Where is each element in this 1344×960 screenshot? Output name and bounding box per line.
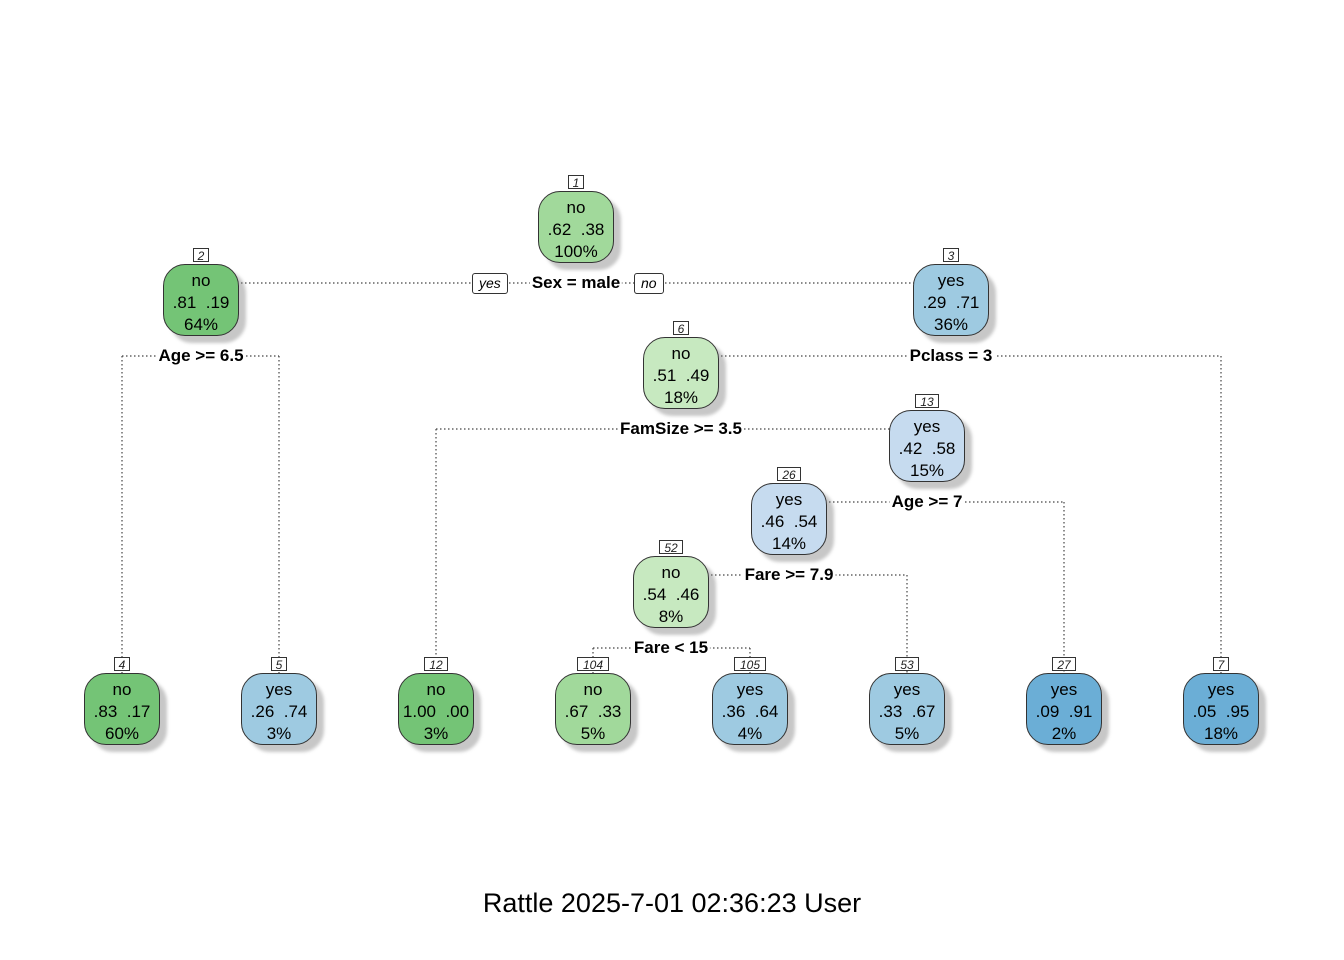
- node-class-label: yes: [893, 680, 921, 699]
- node-class-label: yes: [775, 490, 803, 509]
- split-label: Pclass = 3: [907, 346, 995, 366]
- tree-node-12: no 1.00 .00 3%: [398, 673, 474, 745]
- node-class-label: no: [661, 563, 681, 582]
- split-label: Age >= 6.5: [156, 346, 246, 366]
- node-probabilities: .05 .95: [1192, 702, 1250, 721]
- node-percentage: 18%: [663, 388, 699, 407]
- node-id-label: 3: [943, 248, 959, 263]
- node-id-label: 105: [734, 657, 766, 672]
- node-probabilities: .33 .67: [878, 702, 936, 721]
- node-probabilities: .54 .46: [642, 585, 700, 604]
- node-class-label: no: [426, 680, 446, 699]
- footer-caption: Rattle 2025-7-01 02:36:23 User: [482, 888, 862, 918]
- node-percentage: 64%: [183, 315, 219, 334]
- node-percentage: 2%: [1051, 724, 1077, 743]
- branch-tag-yes: yes: [472, 273, 508, 294]
- node-probabilities: .42 .58: [898, 439, 956, 458]
- node-id-label: 12: [424, 657, 448, 672]
- node-percentage: 3%: [423, 724, 449, 743]
- tree-node-13: yes .42 .58 15%: [889, 410, 965, 482]
- tree-node-3: yes .29 .71 36%: [913, 264, 989, 336]
- tree-node-27: yes .09 .91 2%: [1026, 673, 1102, 745]
- node-percentage: 4%: [737, 724, 763, 743]
- split-label: Fare >= 7.9: [742, 565, 836, 585]
- node-id-label: 104: [577, 657, 609, 672]
- node-id-label: 26: [777, 467, 801, 482]
- tree-node-6: no .51 .49 18%: [643, 337, 719, 409]
- tree-node-53: yes .33 .67 5%: [869, 673, 945, 745]
- node-probabilities: .29 .71: [922, 293, 980, 312]
- tree-node-7: yes .05 .95 18%: [1183, 673, 1259, 745]
- node-percentage: 5%: [580, 724, 606, 743]
- node-probabilities: 1.00 .00: [402, 702, 470, 721]
- node-id-label: 5: [271, 657, 287, 672]
- tree-node-104: no .67 .33 5%: [555, 673, 631, 745]
- node-class-label: no: [112, 680, 132, 699]
- node-probabilities: .62 .38: [547, 220, 605, 239]
- node-class-label: no: [583, 680, 603, 699]
- tree-node-2: no .81 .19 64%: [163, 264, 239, 336]
- tree-node-105: yes .36 .64 4%: [712, 673, 788, 745]
- node-id-label: 53: [895, 657, 919, 672]
- node-id-label: 6: [673, 321, 689, 336]
- node-id-label: 2: [193, 248, 209, 263]
- split-label: Sex = male: [529, 273, 623, 293]
- node-id-label: 52: [659, 540, 683, 555]
- tree-node-4: no .83 .17 60%: [84, 673, 160, 745]
- node-probabilities: .26 .74: [250, 702, 308, 721]
- node-percentage: 14%: [771, 534, 807, 553]
- node-percentage: 36%: [933, 315, 969, 334]
- split-label: Age >= 7: [889, 492, 965, 512]
- node-class-label: yes: [265, 680, 293, 699]
- node-class-label: yes: [1207, 680, 1235, 699]
- node-percentage: 100%: [554, 242, 598, 261]
- node-id-label: 4: [114, 657, 130, 672]
- node-percentage: 15%: [909, 461, 945, 480]
- tree-node-1: no .62 .38 100%: [538, 191, 614, 263]
- node-percentage: 5%: [894, 724, 920, 743]
- node-id-label: 1: [568, 175, 584, 190]
- node-probabilities: .09 .91: [1035, 702, 1093, 721]
- tree-node-26: yes .46 .54 14%: [751, 483, 827, 555]
- node-class-label: yes: [913, 417, 941, 436]
- node-probabilities: .51 .49: [652, 366, 710, 385]
- node-probabilities: .46 .54: [760, 512, 818, 531]
- node-id-label: 13: [915, 394, 939, 409]
- node-percentage: 8%: [658, 607, 684, 626]
- node-probabilities: .67 .33: [564, 702, 622, 721]
- node-probabilities: .81 .19: [172, 293, 230, 312]
- node-class-label: yes: [937, 271, 965, 290]
- node-class-label: no: [191, 271, 211, 290]
- node-probabilities: .83 .17: [93, 702, 151, 721]
- node-percentage: 18%: [1203, 724, 1239, 743]
- node-id-label: 27: [1052, 657, 1076, 672]
- node-id-label: 7: [1213, 657, 1229, 672]
- node-class-label: no: [566, 198, 586, 217]
- node-class-label: yes: [1050, 680, 1078, 699]
- node-class-label: yes: [736, 680, 764, 699]
- tree-node-5: yes .26 .74 3%: [241, 673, 317, 745]
- split-label: FamSize >= 3.5: [618, 419, 744, 439]
- node-percentage: 60%: [104, 724, 140, 743]
- split-label: Fare < 15: [631, 638, 711, 658]
- node-class-label: no: [671, 344, 691, 363]
- node-probabilities: .36 .64: [721, 702, 779, 721]
- node-percentage: 3%: [266, 724, 292, 743]
- branch-tag-no: no: [634, 273, 664, 294]
- tree-node-52: no .54 .46 8%: [633, 556, 709, 628]
